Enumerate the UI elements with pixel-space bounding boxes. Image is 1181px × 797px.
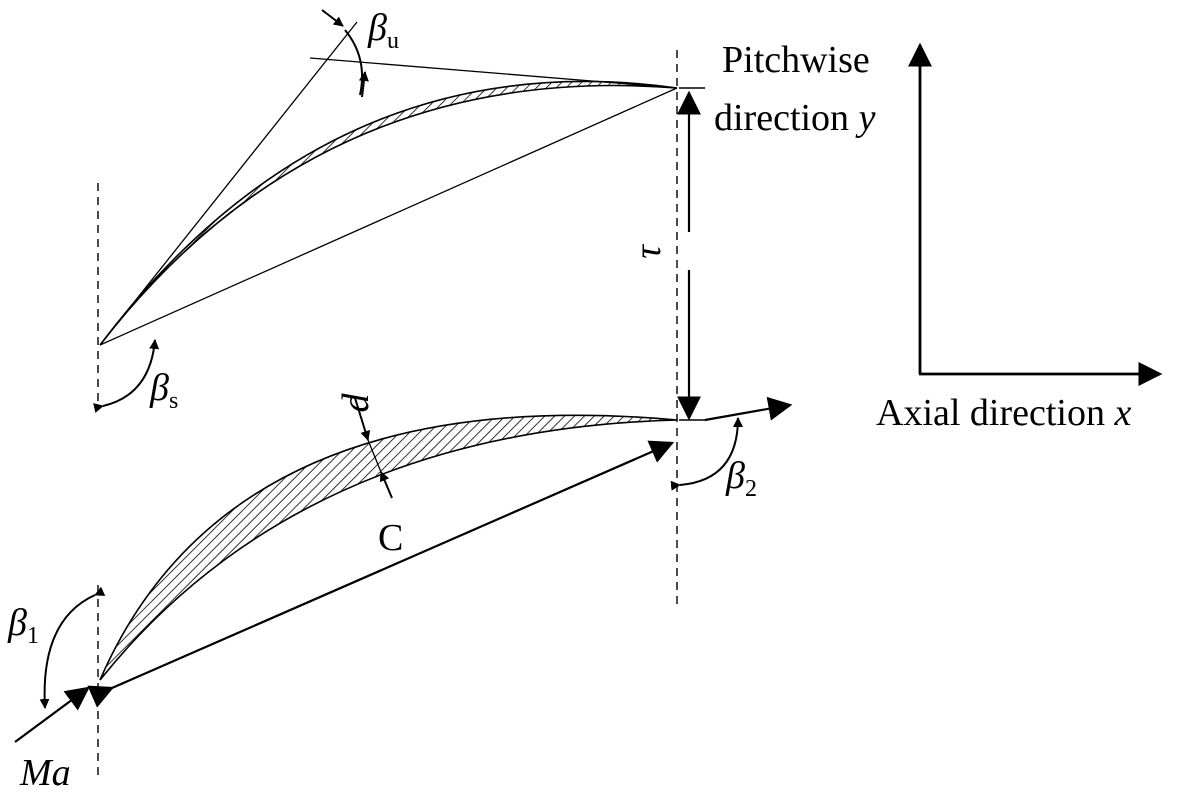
thickness-d-label: d — [335, 393, 377, 413]
pitch-tau-label: τ — [627, 244, 669, 259]
beta-2-angle — [670, 417, 743, 491]
inlet-flow-arrow — [14, 686, 90, 743]
upper-chord-line — [99, 87, 678, 346]
beta-2-label: β2 — [725, 455, 757, 502]
pitchwise-label-line2: direction y — [714, 97, 876, 139]
beta-s-label: βs — [149, 367, 178, 414]
upper-blade-body — [99, 80, 678, 346]
pitchwise-label-line1: Pitchwise — [722, 39, 870, 81]
axial-direction-label: Axial direction x — [876, 392, 1131, 434]
chord-arrow — [87, 440, 675, 708]
beta-u-label: βu — [367, 7, 399, 54]
thickness-arrows — [354, 397, 393, 499]
beta-1-label: β1 — [7, 602, 39, 649]
upper-blade — [99, 21, 678, 346]
chord-c-label: C — [378, 517, 403, 559]
outlet-flow-arrow — [704, 396, 793, 422]
beta-s-angle — [93, 339, 160, 413]
beta-1-angle — [39, 586, 106, 709]
coordinate-axes — [908, 42, 1163, 386]
outlet-tangent-line — [309, 57, 678, 89]
mach-ma-label: Ma — [19, 752, 71, 794]
inlet-tangent-line — [99, 21, 358, 346]
beta-u-angle — [321, 9, 369, 98]
